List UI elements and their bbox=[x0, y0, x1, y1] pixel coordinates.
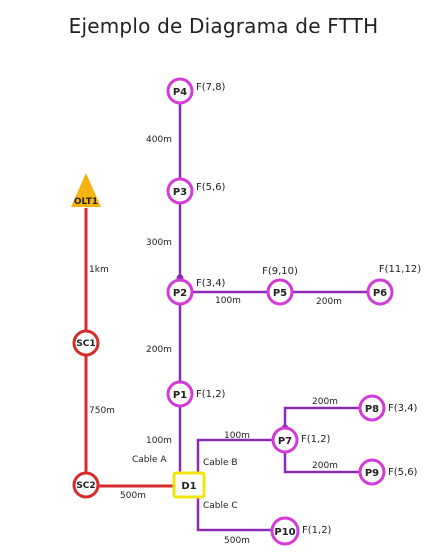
distance-p2-p3: 300m bbox=[146, 238, 172, 248]
feeder-links bbox=[84, 208, 174, 488]
p1-node: P1 F(1,2) bbox=[166, 380, 226, 408]
p6-ring bbox=[366, 278, 394, 306]
p7-ring bbox=[271, 426, 299, 454]
p6-label: P6 bbox=[373, 288, 387, 299]
p1-fibers: F(1,2) bbox=[196, 389, 226, 400]
distance-sc1-sc2: 750m bbox=[89, 406, 115, 416]
cable-c-label: Cable C bbox=[203, 501, 238, 511]
distance-p2-p5: 100m bbox=[215, 296, 241, 306]
p9-node: P9 F(5,6) bbox=[358, 458, 418, 486]
p1-ring bbox=[166, 380, 194, 408]
p10-fibers: F(1,2) bbox=[302, 525, 332, 536]
p6-fibers: F(11,12) bbox=[379, 264, 421, 275]
p4-fibers: F(7,8) bbox=[196, 82, 226, 93]
p2-fibers: F(3,4) bbox=[196, 278, 226, 289]
p5-ring bbox=[266, 278, 294, 306]
p1-label: P1 bbox=[173, 390, 187, 401]
sc2-node: SC2 bbox=[72, 471, 100, 499]
p2-node: P2 F(3,4) bbox=[166, 278, 226, 306]
p9-label: P9 bbox=[365, 468, 379, 479]
p4-ring bbox=[166, 77, 194, 105]
p9-ring bbox=[358, 458, 386, 486]
p4-node: P4 F(7,8) bbox=[166, 77, 226, 105]
distance-p5-p6: 200m bbox=[316, 297, 342, 307]
sc2-label: SC2 bbox=[76, 481, 95, 491]
distance-d1-p7: 100m bbox=[224, 431, 250, 441]
p7-node: P7 F(1,2) bbox=[271, 426, 331, 454]
distance-p7-p9: 200m bbox=[312, 461, 338, 471]
link-p7-p9 bbox=[283, 452, 360, 474]
p5-label: P5 bbox=[273, 288, 287, 299]
p6-node: P6 F(11,12) bbox=[366, 264, 421, 306]
p8-ring bbox=[358, 394, 386, 422]
p8-fibers: F(3,4) bbox=[388, 403, 418, 414]
olt-label: OLT1 bbox=[74, 197, 98, 207]
p7-fibers: F(1,2) bbox=[301, 434, 331, 445]
sc2-ring bbox=[72, 471, 100, 499]
p5-fibers: F(9,10) bbox=[262, 266, 298, 277]
p3-node: P3 F(5,6) bbox=[166, 177, 226, 205]
p9-fibers: F(5,6) bbox=[388, 467, 418, 478]
distance-olt-sc1: 1km bbox=[89, 265, 109, 275]
sc1-node: SC1 bbox=[72, 329, 100, 357]
olt-triangle-icon bbox=[71, 173, 101, 207]
p10-label: P10 bbox=[274, 527, 295, 538]
p5-node: P5 F(9,10) bbox=[262, 266, 298, 306]
cable-a-label: Cable A bbox=[132, 455, 167, 465]
d1-node: D1 bbox=[172, 471, 206, 499]
p2-label: P2 bbox=[173, 288, 187, 299]
distance-p3-p4: 400m bbox=[146, 135, 172, 145]
distance-d1-p1: 100m bbox=[146, 436, 172, 446]
olt-node: OLT1 bbox=[71, 173, 101, 207]
p3-ring bbox=[166, 177, 194, 205]
distribution-links bbox=[178, 103, 368, 532]
p8-label: P8 bbox=[365, 404, 379, 415]
d1-box bbox=[172, 471, 206, 499]
p8-node: P8 F(3,4) bbox=[358, 394, 418, 422]
distance-p7-p8: 200m bbox=[312, 397, 338, 407]
p4-label: P4 bbox=[173, 87, 187, 98]
p3-label: P3 bbox=[173, 187, 187, 198]
d1-label: D1 bbox=[181, 481, 196, 492]
sc1-ring bbox=[72, 329, 100, 357]
distance-d1-p10: 500m bbox=[224, 536, 250, 546]
p7-label: P7 bbox=[278, 436, 292, 447]
p2-ring bbox=[166, 278, 194, 306]
p3-fibers: F(5,6) bbox=[196, 182, 226, 193]
cable-b-label: Cable B bbox=[203, 458, 238, 468]
link-d1-p10 bbox=[194, 492, 272, 532]
distance-sc2-d1: 500m bbox=[120, 491, 146, 501]
distance-p1-p2: 200m bbox=[146, 345, 172, 355]
p10-ring bbox=[270, 516, 300, 546]
diagram-title: Ejemplo de Diagrama de FTTH bbox=[68, 14, 379, 38]
link-p7-p8 bbox=[283, 406, 360, 429]
sc1-label: SC1 bbox=[76, 339, 95, 349]
p10-node: P10 F(1,2) bbox=[270, 516, 332, 546]
